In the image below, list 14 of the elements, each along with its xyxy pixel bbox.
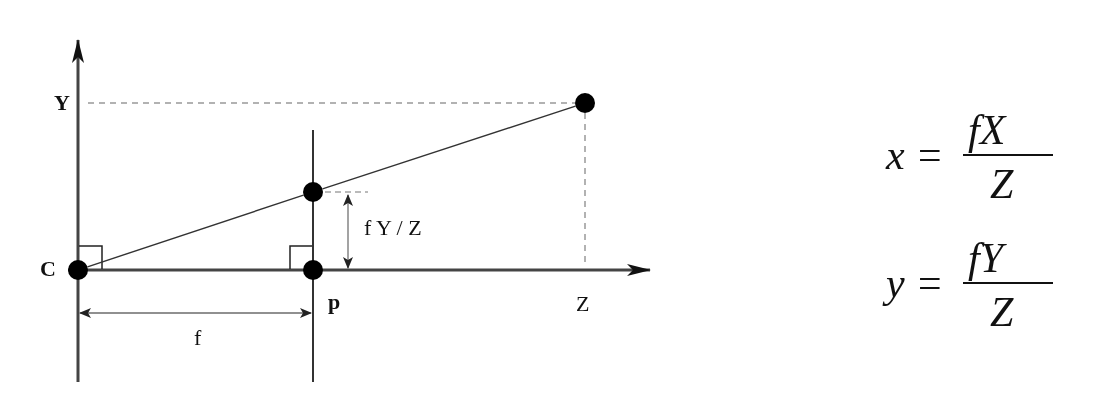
axis-label: Y [54,91,70,115]
dimension-label: f [194,326,202,350]
formula-denominator: Z [990,290,1014,334]
point-label: C [40,257,56,281]
point-dot [303,182,323,202]
point-dot [575,93,595,113]
point-label: p [328,290,341,314]
axis-label: Z [576,292,590,316]
ray-line [321,105,577,190]
formula-denominator: Z [990,162,1014,206]
dimension-label: f Y / Z [364,216,422,240]
formula-text: x = [886,133,944,177]
ray-line [86,194,305,268]
formula-numerator: fX [968,108,1006,152]
